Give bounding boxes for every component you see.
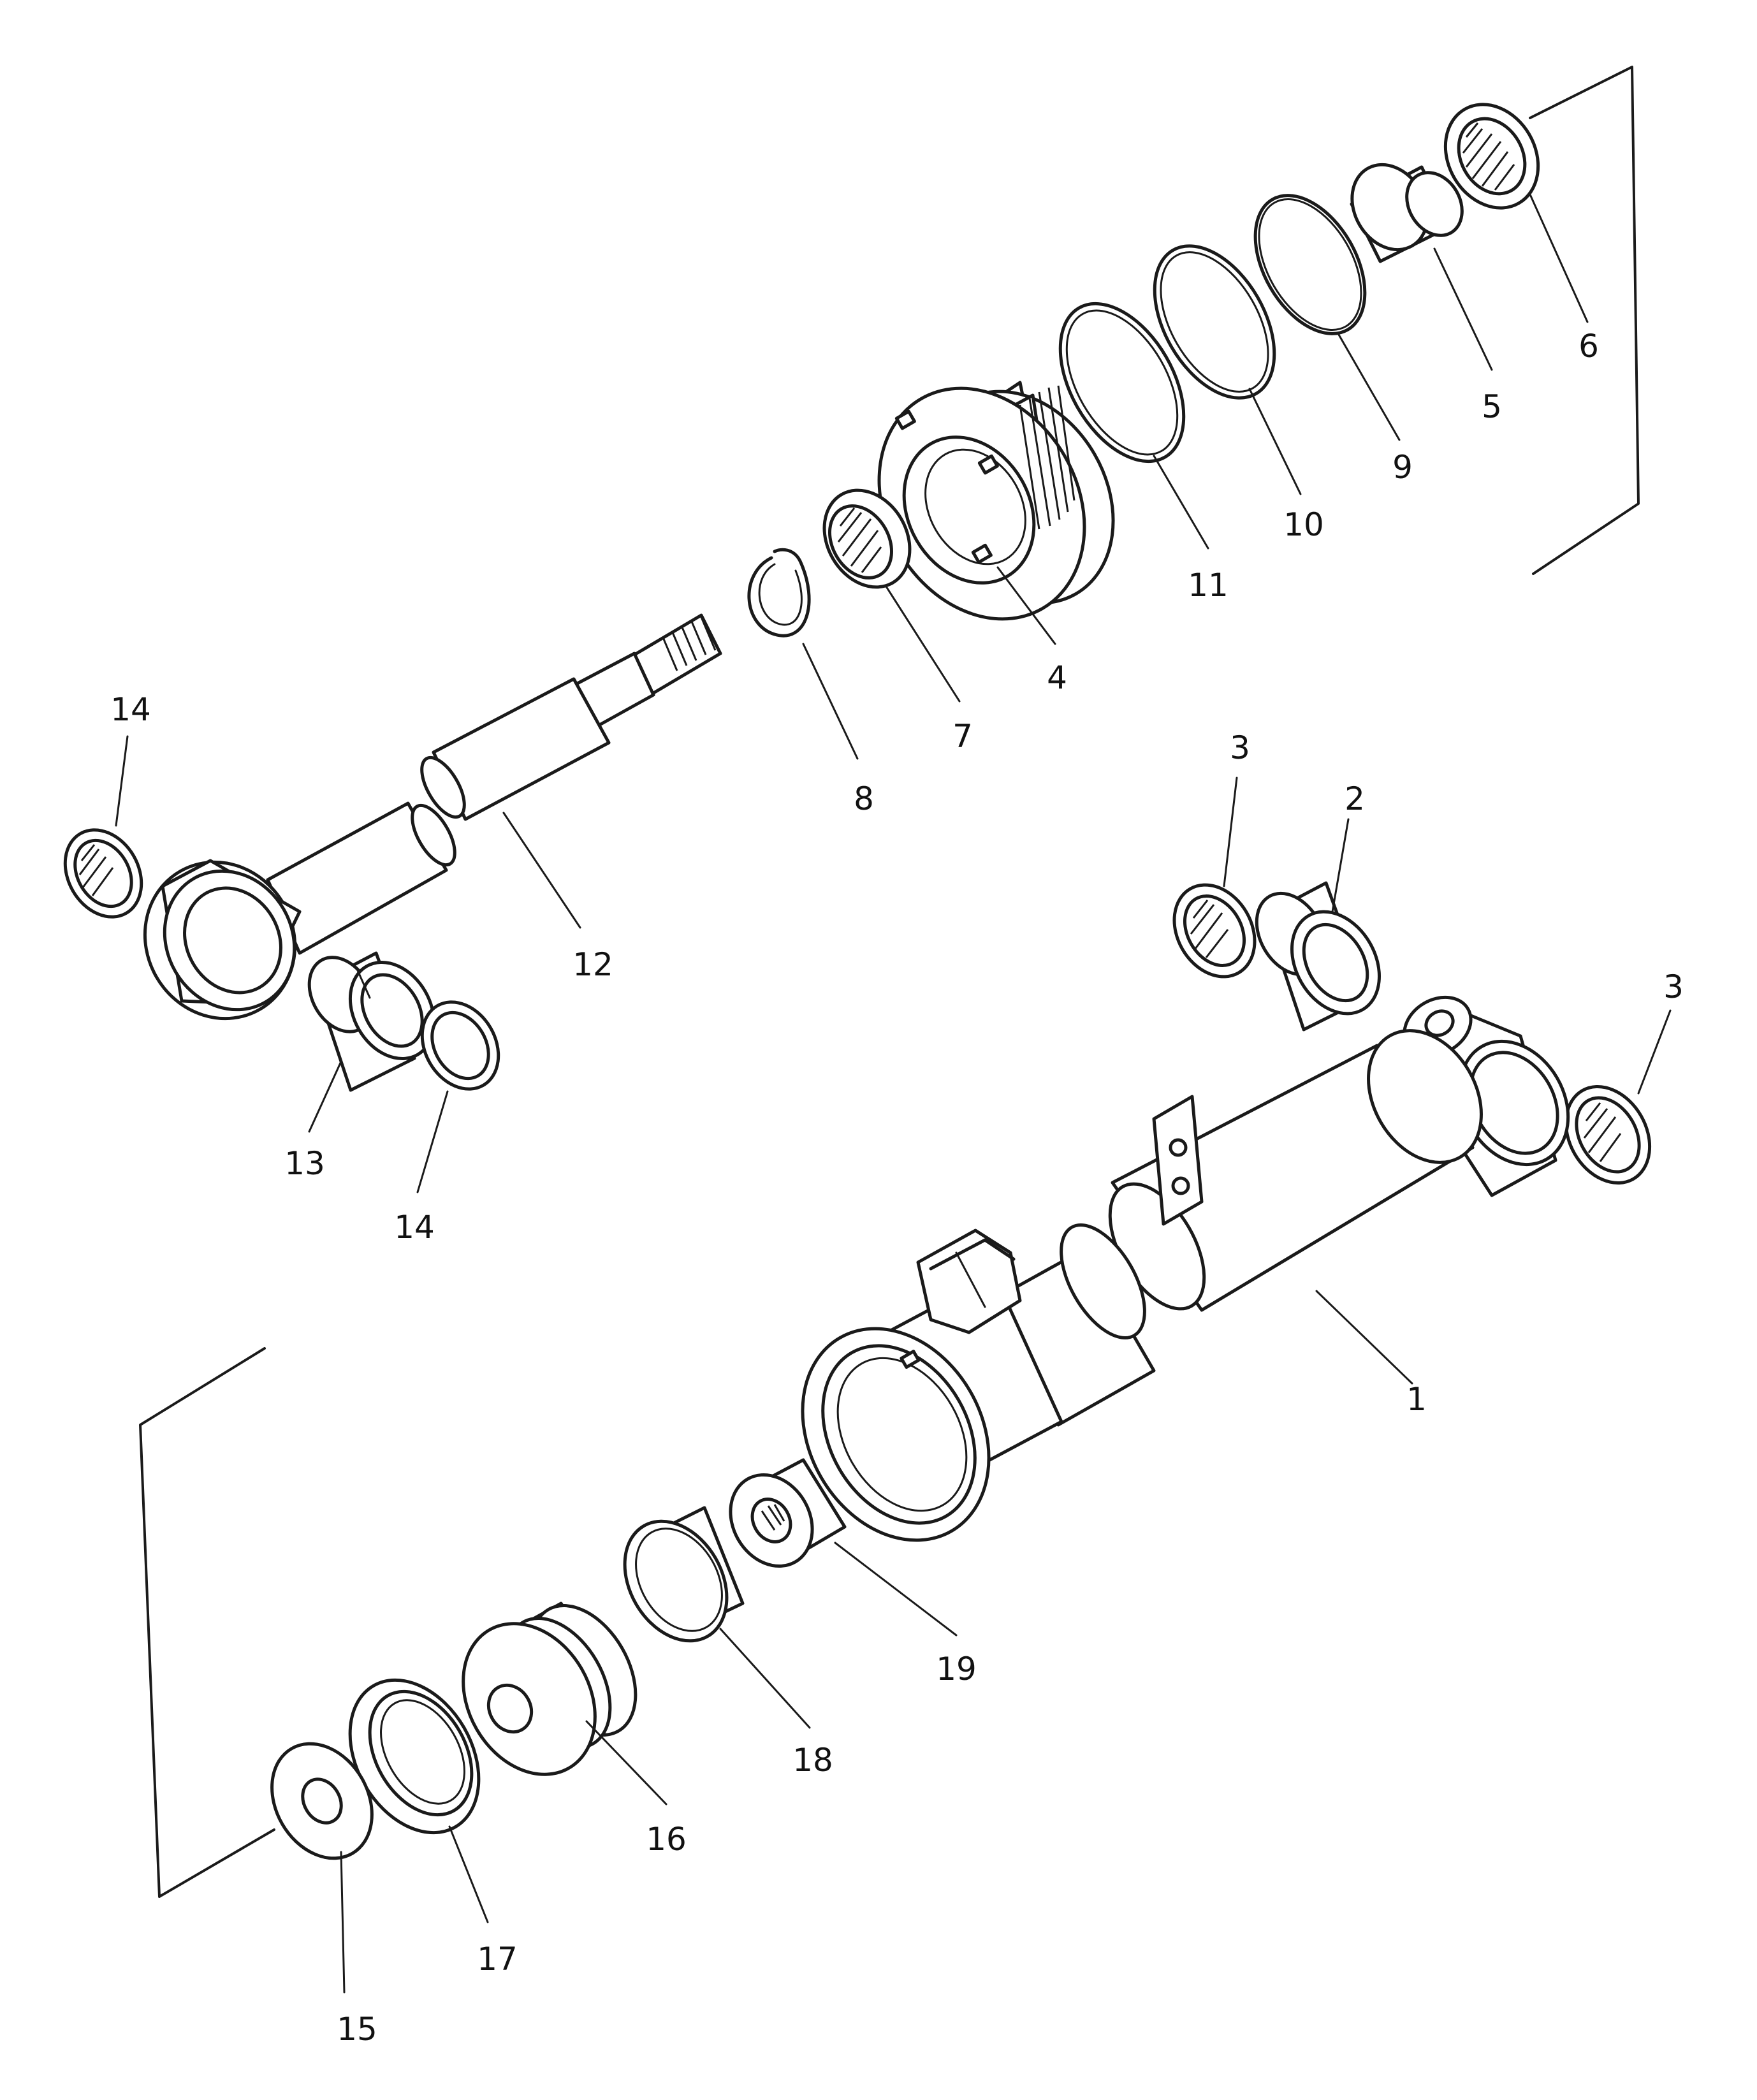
leader-3a [1223, 777, 1238, 887]
part-9-oring [1253, 194, 1367, 335]
part-3-dust-seal-right [1564, 1085, 1652, 1185]
leader-16 [585, 1720, 667, 1805]
callout-18: 18 [792, 1742, 833, 1779]
leader-13 [308, 1060, 342, 1133]
part-2-bushing [1255, 881, 1381, 1032]
leader-3b [1637, 1009, 1672, 1095]
callout-8: 8 [854, 780, 874, 817]
part-14-dust-seal-upper [63, 828, 143, 919]
callout-14-upper: 14 [110, 691, 151, 728]
leader-12 [502, 812, 581, 929]
leader-9 [1338, 333, 1401, 441]
part-13-bushing [307, 951, 436, 1092]
callout-13: 13 [284, 1145, 325, 1182]
leader-7 [885, 585, 961, 703]
leader-19 [834, 1542, 958, 1637]
part-19-nut [729, 1458, 847, 1568]
callout-7: 7 [952, 718, 973, 755]
part-5-bushing [1350, 163, 1464, 263]
part-18-wear-ring [623, 1506, 745, 1643]
part-4-cylinder-head [877, 381, 1115, 621]
callout-5: 5 [1482, 388, 1502, 425]
leader-14a [115, 735, 129, 827]
callout-16: 16 [646, 1821, 687, 1858]
part-6-bearing [1443, 103, 1540, 210]
callout-11: 11 [1188, 567, 1228, 604]
lower-group-bracket [139, 1347, 275, 1898]
leader-14b [416, 1090, 449, 1193]
callout-3-right: 3 [1663, 968, 1684, 1005]
callout-17: 17 [477, 1941, 518, 1978]
part-15-washer [270, 1742, 374, 1860]
leader-15 [340, 1851, 346, 1994]
callout-12: 12 [572, 946, 613, 983]
part-12-piston-rod [143, 613, 722, 1021]
part-8-snap-ring [747, 548, 811, 638]
callout-9: 9 [1392, 449, 1413, 486]
leader-1 [1315, 1290, 1413, 1385]
callout-2: 2 [1345, 780, 1365, 817]
part-10-backup-ring [1153, 244, 1276, 400]
part-14-dust-seal-lower [420, 1000, 500, 1091]
leader-8 [802, 643, 859, 760]
part-3-dust-seal-left [1172, 883, 1257, 979]
leader-17 [448, 1825, 489, 1923]
part-11-oring [1058, 302, 1186, 463]
leader-6 [1529, 193, 1589, 323]
part-17-piston-seal [348, 1678, 481, 1835]
leader-11 [1153, 455, 1209, 550]
part-7-bushing [822, 488, 912, 589]
upper-group-bracket [1529, 66, 1640, 575]
callout-6: 6 [1578, 328, 1599, 365]
callout-4: 4 [1047, 659, 1067, 696]
callout-19: 19 [936, 1651, 977, 1688]
leader-5 [1433, 247, 1493, 371]
callout-14-lower: 14 [394, 1209, 435, 1246]
leader-10 [1248, 388, 1302, 495]
part-1-cylinder-tube [801, 995, 1570, 1542]
callout-10: 10 [1283, 506, 1324, 543]
leader-2 [1331, 818, 1350, 913]
leader-18 [719, 1628, 811, 1729]
callout-3-left: 3 [1230, 729, 1250, 766]
leader-4 [996, 566, 1056, 645]
callout-1: 1 [1406, 1381, 1427, 1418]
part-16-piston [462, 1601, 638, 1776]
callout-15: 15 [337, 2011, 377, 2048]
